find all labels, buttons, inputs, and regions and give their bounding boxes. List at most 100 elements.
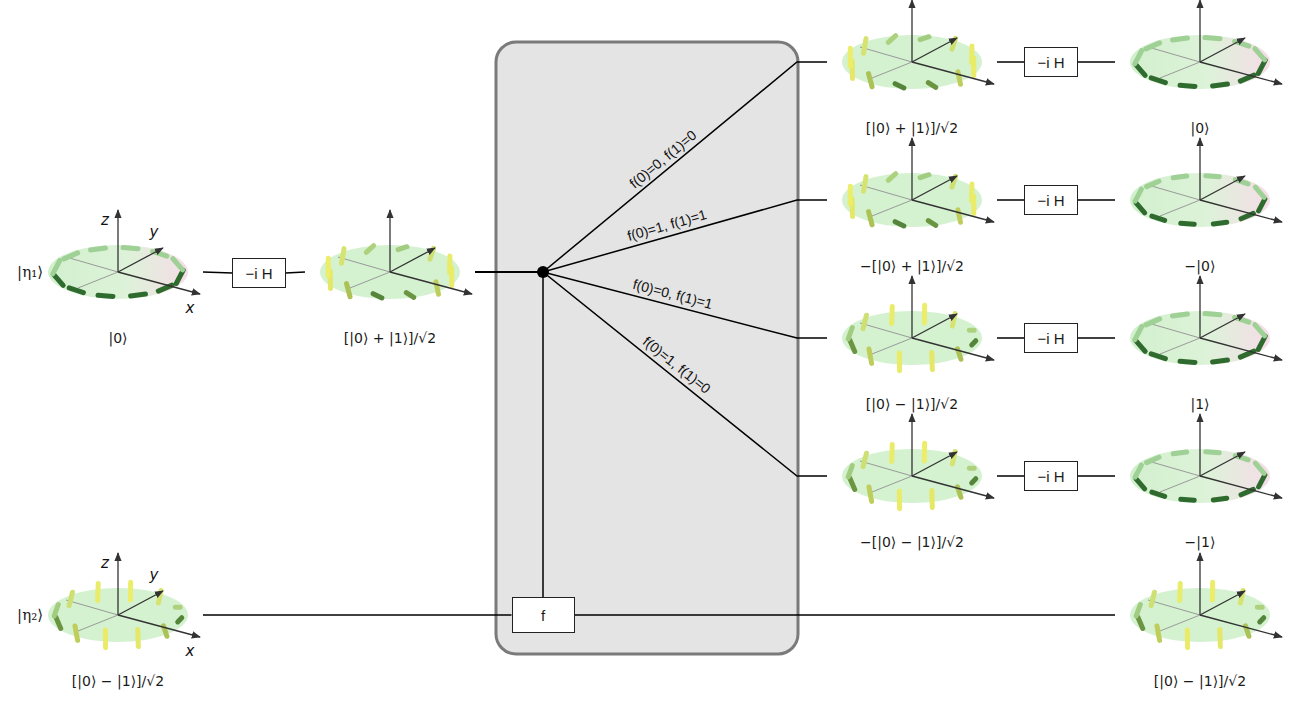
state-caption: −|1⟩ bbox=[1115, 534, 1285, 550]
spin-stick bbox=[1135, 51, 1142, 64]
axis-back bbox=[1148, 185, 1200, 200]
spin-disk bbox=[1130, 0, 1282, 89]
spin-stick bbox=[1135, 64, 1145, 75]
axis-arrow bbox=[1199, 414, 1200, 476]
spin-stick bbox=[1259, 199, 1265, 211]
state-caption: −[|0⟩ − |1⟩]/√2 bbox=[827, 534, 997, 550]
axis-arrow bbox=[118, 615, 200, 637]
axis-back bbox=[860, 185, 912, 200]
axis-back bbox=[1160, 62, 1200, 78]
state-illustration: [|0⟩ − |1⟩]/√2 bbox=[1115, 577, 1285, 689]
spin-stick bbox=[888, 174, 895, 181]
axis-label: x bbox=[186, 299, 195, 317]
spin-stick bbox=[173, 259, 183, 270]
spin-stick bbox=[347, 284, 351, 297]
spin-stick bbox=[1152, 216, 1165, 220]
spin-stick bbox=[864, 177, 867, 192]
state-caption: |1⟩ bbox=[1115, 396, 1285, 412]
disk-space bbox=[1115, 577, 1285, 673]
spin-stick bbox=[373, 294, 382, 298]
spin-stick bbox=[1255, 463, 1264, 473]
spin-stick bbox=[1136, 203, 1145, 213]
axis-arrow bbox=[117, 210, 118, 272]
spin-disk bbox=[842, 0, 994, 89]
disk-space bbox=[827, 438, 997, 534]
spin-stick bbox=[1147, 457, 1159, 462]
spin-stick bbox=[889, 444, 895, 461]
register-name: |η₁⟩ bbox=[17, 263, 43, 281]
state-caption: −[|0⟩ + |1⟩]/√2 bbox=[827, 258, 997, 274]
wire bbox=[1078, 199, 1115, 201]
spin-stick bbox=[920, 175, 929, 178]
spin-stick bbox=[1136, 604, 1140, 615]
spin-stick bbox=[123, 248, 138, 249]
axis-arrow bbox=[911, 414, 912, 476]
spin-stick bbox=[920, 37, 929, 40]
spin-stick bbox=[897, 491, 902, 509]
axis-back bbox=[872, 476, 912, 492]
spin-stick bbox=[69, 288, 83, 293]
spin-stick bbox=[895, 222, 904, 226]
state-illustration: |1⟩ bbox=[1115, 300, 1285, 412]
spin-stick bbox=[969, 46, 974, 63]
axis-back bbox=[860, 47, 912, 62]
wire bbox=[203, 272, 232, 273]
branch-label: f(0)=1, f(1)=1 bbox=[626, 207, 709, 245]
axis-arrow bbox=[911, 276, 912, 338]
spin-stick bbox=[1147, 181, 1159, 186]
spin-stick bbox=[1213, 222, 1226, 224]
gate-box: −i H bbox=[1024, 47, 1077, 77]
state-illustration: [|0⟩ + |1⟩]/√2 bbox=[305, 234, 475, 346]
spin-stick bbox=[969, 184, 974, 201]
spin-stick bbox=[1135, 465, 1141, 477]
spin-stick bbox=[1177, 583, 1183, 600]
axis-back bbox=[1160, 200, 1200, 216]
wire bbox=[475, 272, 827, 338]
spin-stick bbox=[436, 282, 439, 294]
axis-arrow bbox=[911, 138, 912, 200]
state-illustration: −[|0⟩ + |1⟩]/√2 bbox=[827, 162, 997, 274]
spin-stick bbox=[869, 349, 872, 363]
spin-stick bbox=[1217, 630, 1223, 647]
spin-stick bbox=[1206, 176, 1219, 177]
gate-box: −i H bbox=[232, 258, 285, 288]
axis-arrow bbox=[1200, 62, 1282, 84]
spin-stick bbox=[342, 249, 345, 264]
spin-stick bbox=[1146, 319, 1160, 325]
spin-stick bbox=[1180, 361, 1195, 362]
axis-arrow bbox=[1200, 338, 1282, 360]
state-illustration: −[|0⟩ − |1⟩]/√2 bbox=[827, 438, 997, 550]
axis-arrow bbox=[390, 248, 435, 272]
wire bbox=[997, 475, 1024, 477]
state-illustration: [|0⟩ + |1⟩]/√2 bbox=[827, 24, 997, 136]
spin-disk bbox=[1130, 414, 1282, 503]
spin-stick bbox=[888, 36, 895, 43]
spin-stick bbox=[958, 72, 961, 84]
axis-back bbox=[872, 338, 912, 354]
wire bbox=[475, 272, 543, 597]
spin-stick bbox=[398, 247, 407, 250]
state-illustration: |η₁⟩|0⟩ bbox=[33, 234, 203, 346]
spin-stick bbox=[1213, 84, 1228, 86]
spin-stick bbox=[863, 315, 866, 328]
state-caption: [|0⟩ − |1⟩]/√2 bbox=[827, 396, 997, 412]
spin-stick bbox=[1185, 630, 1190, 648]
spin-stick bbox=[848, 465, 852, 476]
disk-space bbox=[827, 300, 997, 396]
spin-stick bbox=[1205, 314, 1220, 315]
spin-stick bbox=[863, 453, 866, 466]
spin-stick bbox=[850, 478, 855, 489]
spin-stick bbox=[864, 39, 867, 54]
gate-box: −i H bbox=[1024, 323, 1077, 353]
spin-stick bbox=[56, 617, 61, 628]
axis-arrow bbox=[911, 0, 912, 62]
axis-arrow bbox=[912, 176, 957, 200]
spin-stick bbox=[1180, 85, 1195, 86]
spin-stick bbox=[98, 295, 113, 296]
spin-stick bbox=[53, 274, 63, 285]
spin-stick bbox=[1138, 617, 1143, 628]
spin-stick bbox=[54, 604, 58, 615]
spin-disk bbox=[842, 414, 994, 509]
